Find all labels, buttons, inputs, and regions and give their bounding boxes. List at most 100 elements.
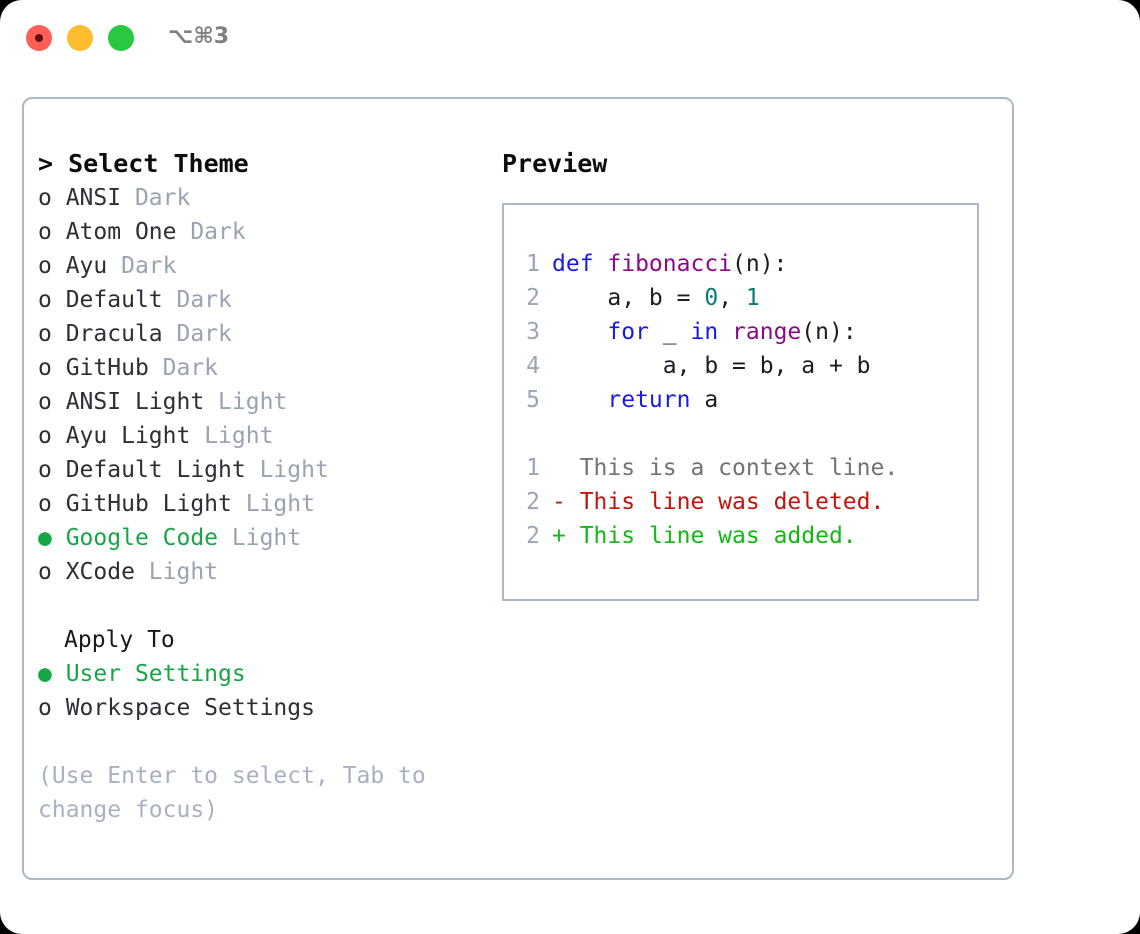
code-token-kw: return xyxy=(607,387,691,413)
theme-variant-badge: Dark xyxy=(107,253,177,279)
code-line: 4 a, b = b, a + b xyxy=(518,349,977,383)
theme-variant-badge: Light xyxy=(245,457,329,483)
select-theme-heading: > Select Theme xyxy=(38,149,249,178)
close-button-icon[interactable] xyxy=(26,25,52,51)
apply-to-option-label: User Settings xyxy=(51,661,246,687)
radio-unselected-icon: o xyxy=(38,219,52,245)
code-token-pl: (n): xyxy=(801,319,857,345)
apply-to-option-workspace-settings[interactable]: o Workspace Settings xyxy=(38,691,488,725)
diff-line-context: 1 This is a context line. xyxy=(518,451,977,485)
theme-option-github[interactable]: o GitHub Dark xyxy=(38,351,488,385)
theme-option-label: Default Light xyxy=(51,457,246,483)
radio-unselected-icon: o xyxy=(38,457,52,483)
apply-to-option-user-settings[interactable]: ● User Settings xyxy=(38,657,488,691)
theme-option-label: GitHub Light xyxy=(51,491,232,517)
theme-option-ayu-light[interactable]: o Ayu Light Light xyxy=(38,419,488,453)
theme-option-default[interactable]: o Default Dark xyxy=(38,283,488,317)
radio-unselected-icon: o xyxy=(38,321,52,347)
theme-option-label: Default xyxy=(51,287,163,313)
theme-option-label: XCode xyxy=(51,559,135,585)
radio-unselected-icon: o xyxy=(38,423,52,449)
theme-option-ansi[interactable]: o ANSI Dark xyxy=(38,181,488,215)
theme-option-ansi-light[interactable]: o ANSI Light Light xyxy=(38,385,488,419)
spacer xyxy=(518,417,977,451)
theme-option-label: Atom One xyxy=(51,219,177,245)
diff-marker: - xyxy=(552,489,566,515)
apply-to-option-label: Workspace Settings xyxy=(51,695,315,721)
theme-option-xcode[interactable]: o XCode Light xyxy=(38,555,488,589)
radio-unselected-icon: o xyxy=(38,253,52,279)
radio-unselected-icon: o xyxy=(38,491,52,517)
radio-unselected-icon: o xyxy=(38,287,52,313)
theme-variant-badge: Dark xyxy=(162,321,232,347)
line-number: 2 xyxy=(526,523,540,549)
keyboard-shortcut-label: ⌥⌘3 xyxy=(168,24,230,49)
traffic-lights xyxy=(26,25,134,51)
code-token-fn: range xyxy=(732,319,802,345)
code-token-pl: a, b = b, a + b xyxy=(552,353,871,379)
maximize-button-icon[interactable] xyxy=(108,25,134,51)
minimize-button-icon[interactable] xyxy=(67,25,93,51)
theme-variant-badge: Dark xyxy=(148,355,219,381)
radio-selected-icon: ● xyxy=(38,661,52,687)
radio-unselected-icon: o xyxy=(38,695,52,721)
theme-option-label: Dracula xyxy=(51,321,163,347)
code-token-pl: _ xyxy=(648,319,691,345)
diff-line-added: 2 + This line was added. xyxy=(518,519,977,553)
radio-selected-icon: ● xyxy=(38,525,52,551)
code-token-fn: fibonacci xyxy=(607,251,733,277)
diff-marker xyxy=(552,455,566,481)
theme-variant-badge: Light xyxy=(134,559,219,585)
code-token-pl xyxy=(552,319,607,345)
spacer xyxy=(38,589,488,623)
preview-heading: Preview xyxy=(502,149,608,178)
diff-marker: + xyxy=(552,523,566,549)
code-line: 5 return a xyxy=(518,383,977,417)
code-line: 2 a, b = 0, 1 xyxy=(518,281,977,315)
title-bar: ⌥⌘3 xyxy=(0,0,1140,78)
keyboard-hint-text: (Use Enter to select, Tab to change focu… xyxy=(38,763,426,823)
code-token-pl: a xyxy=(690,387,719,413)
code-token-pl xyxy=(718,319,732,345)
theme-option-atom-one[interactable]: o Atom One Dark xyxy=(38,215,488,249)
code-token-num: 0 xyxy=(704,285,719,311)
theme-variant-badge: Dark xyxy=(176,219,246,245)
theme-variant-badge: Light xyxy=(190,423,274,449)
code-token-pl xyxy=(552,387,607,413)
theme-option-ayu[interactable]: o Ayu Dark xyxy=(38,249,488,283)
theme-option-label: Google Code xyxy=(51,525,219,551)
theme-option-github-light[interactable]: o GitHub Light Light xyxy=(38,487,488,521)
code-token-kw: in xyxy=(690,319,719,345)
line-number: 2 xyxy=(526,285,540,311)
code-token-kw: for xyxy=(607,319,649,345)
code-token-kw: def xyxy=(552,251,608,277)
line-number: 5 xyxy=(526,387,540,413)
line-number: 2 xyxy=(526,489,540,515)
theme-variant-badge: Dark xyxy=(121,185,191,211)
radio-unselected-icon: o xyxy=(38,355,52,381)
theme-option-google-code[interactable]: ● Google Code Light xyxy=(38,521,488,555)
apply-to-heading: Apply To xyxy=(64,627,175,653)
theme-option-default-light[interactable]: o Default Light Light xyxy=(38,453,488,487)
radio-unselected-icon: o xyxy=(38,389,52,415)
line-number: 3 xyxy=(526,319,540,345)
diff-sample: 1 This is a context line.2- This line wa… xyxy=(518,451,977,553)
theme-option-label: ANSI Light xyxy=(51,389,205,415)
theme-option-label: Ayu Light xyxy=(51,423,191,449)
theme-option-dracula[interactable]: o Dracula Dark xyxy=(38,317,488,351)
code-token-pl: a, b = xyxy=(552,285,705,311)
diff-text: This line was added. xyxy=(565,523,857,549)
line-number: 4 xyxy=(526,353,540,379)
radio-unselected-icon: o xyxy=(38,559,52,585)
code-token-pl: , xyxy=(718,285,746,311)
theme-option-label: GitHub xyxy=(51,355,149,381)
diff-line-deleted: 2- This line was deleted. xyxy=(518,485,977,519)
theme-variant-badge: Light xyxy=(204,389,288,415)
